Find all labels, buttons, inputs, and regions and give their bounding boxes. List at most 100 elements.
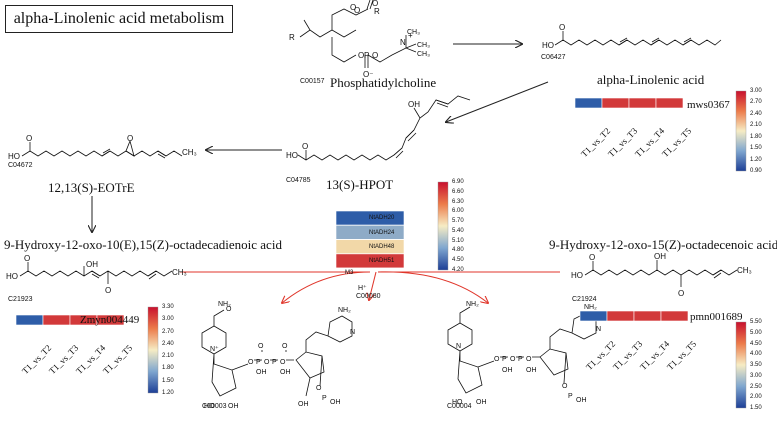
compound-id-hplus: C00080 (356, 293, 381, 300)
svg-text:O: O (510, 356, 516, 363)
svg-text:OH: OH (476, 399, 487, 406)
enzyme-row-2: NtADH24 (336, 226, 404, 240)
svg-text:O: O (226, 306, 232, 313)
svg-text:O: O (678, 289, 684, 298)
compound-id-alpha-linolenic: C06427 (541, 54, 566, 61)
svg-text:OH: OH (502, 367, 513, 374)
scale-tick: 2.40 (750, 110, 762, 117)
scale-tick: 3.00 (162, 316, 174, 323)
heatmap-cell (606, 310, 635, 322)
scale-tick: 4.80 (452, 247, 464, 254)
compound-id-phosphatidylcholine: C00157 (300, 78, 325, 85)
pathway-title: alpha-Linolenic acid metabolism (5, 5, 233, 33)
scale-tick: 3.50 (750, 362, 762, 368)
colorbar-enzymes (437, 181, 449, 271)
gene-label-zmyn004449: Zmyn004449 (80, 314, 140, 326)
svg-text:O: O (562, 383, 568, 390)
reaction-arc-down (369, 271, 377, 300)
svg-text:CH₃: CH₃ (182, 148, 197, 157)
svg-text:P: P (568, 393, 573, 400)
svg-text:OH: OH (86, 260, 98, 269)
svg-text:O: O (350, 3, 356, 12)
scale-tick: 5.00 (750, 329, 762, 336)
svg-text:O: O (26, 134, 32, 143)
svg-text:O: O (316, 385, 322, 392)
svg-text:NH₂: NH₂ (338, 307, 351, 314)
eotre-structure (21, 139, 183, 159)
pathway-arrows (92, 44, 549, 232)
svg-text:R: R (289, 33, 295, 42)
compound-name-c21924: 9-Hydroxy-12-oxo-15(Z)-octadecenoic acid (549, 237, 777, 252)
enzyme-heatmap-cell (335, 210, 405, 226)
phosphatidylcholine-structure (299, 0, 417, 68)
svg-text:N: N (400, 38, 406, 47)
svg-text:CH₃: CH₃ (417, 42, 430, 49)
scale-tick: 4.20 (452, 267, 464, 273)
svg-text:OH: OH (298, 401, 309, 408)
svg-text:P: P (256, 359, 261, 366)
svg-text:O: O (372, 51, 378, 60)
svg-text:N: N (456, 343, 461, 350)
svg-text:O: O (358, 51, 364, 60)
svg-text:P: P (502, 356, 507, 363)
svg-text:P: P (518, 356, 523, 363)
scale-tick: 1.50 (750, 405, 762, 411)
svg-text:NH₂: NH₂ (466, 301, 479, 308)
compound-id-nad: C00003 (202, 403, 227, 410)
svg-text:HO: HO (204, 403, 215, 410)
heatmap-cell (96, 314, 125, 326)
scale-tick: 2.40 (162, 340, 174, 347)
color-scales (147, 90, 747, 409)
compound-id-c21923: C21923 (8, 296, 33, 303)
svg-text:O: O (526, 356, 532, 363)
svg-text:OH: OH (280, 369, 291, 376)
svg-text:O⁻: O⁻ (363, 70, 373, 79)
enzyme-label: NtADH51 (369, 258, 395, 264)
svg-text:O: O (258, 343, 264, 350)
scale-tick: 6.30 (452, 198, 464, 205)
svg-text:HO: HO (8, 152, 20, 161)
enzyme-row-1: NtADH20 (336, 211, 404, 225)
svg-text:P: P (322, 395, 327, 402)
svg-text:OH: OH (228, 403, 239, 410)
svg-text:O: O (248, 359, 254, 366)
compound-name-c21923: 9-Hydroxy-12-oxo-10(E),15(Z)-octadecadie… (4, 237, 282, 252)
svg-text:O: O (559, 23, 565, 32)
scale-tick: 2.70 (750, 99, 762, 106)
svg-text:NH₂: NH₂ (218, 301, 231, 308)
scale-tick: 2.70 (162, 328, 174, 335)
scale-tick: 3.00 (750, 88, 762, 94)
svg-text:HO: HO (542, 41, 554, 50)
svg-text:CH₃: CH₃ (172, 268, 187, 277)
heatmap-cell (601, 97, 630, 109)
scale-tick: 5.50 (750, 319, 762, 325)
gene-label-pmn001689: pmn001689 (690, 311, 743, 323)
scale-tick: 1.20 (750, 156, 762, 163)
colorbar-mws0367 (735, 90, 747, 172)
svg-text:OH: OH (256, 369, 267, 376)
hpot-structure (297, 95, 471, 161)
compound-name-eotre: 12,13(S)-EOTrE (48, 180, 135, 195)
scale-tick: 4.50 (750, 340, 762, 347)
svg-text:O: O (589, 253, 595, 262)
svg-text:O: O (280, 359, 286, 366)
enzyme-label: NtADH24 (369, 230, 395, 236)
scale-tick: 5.40 (452, 227, 464, 234)
svg-text:HO: HO (452, 399, 463, 406)
compound-name-hpot: 13(S)-HPOT (326, 177, 394, 192)
heatmap-cell (655, 97, 684, 109)
scale-tick: 2.10 (750, 122, 762, 129)
enzyme-row-4: NtADH51 (336, 254, 404, 268)
enzyme-heatmap-title: M3 (345, 270, 354, 276)
svg-text:N: N (350, 329, 355, 336)
svg-text:OH: OH (576, 397, 587, 404)
svg-text:OH: OH (330, 399, 341, 406)
scale-tick: 3.00 (750, 372, 762, 379)
nad-structure (201, 309, 353, 397)
enzyme-heatmap-cell (335, 225, 405, 240)
pc-atoms: R O O R O P O O⁻ N + CH₃ CH₃ CH₃ O (289, 0, 430, 79)
scale-tick: 4.50 (452, 257, 464, 264)
enzyme-heatmap-cell (335, 253, 405, 269)
svg-text:NH₂: NH₂ (584, 304, 597, 311)
enzyme-row-3: NtADH48 (336, 240, 404, 254)
